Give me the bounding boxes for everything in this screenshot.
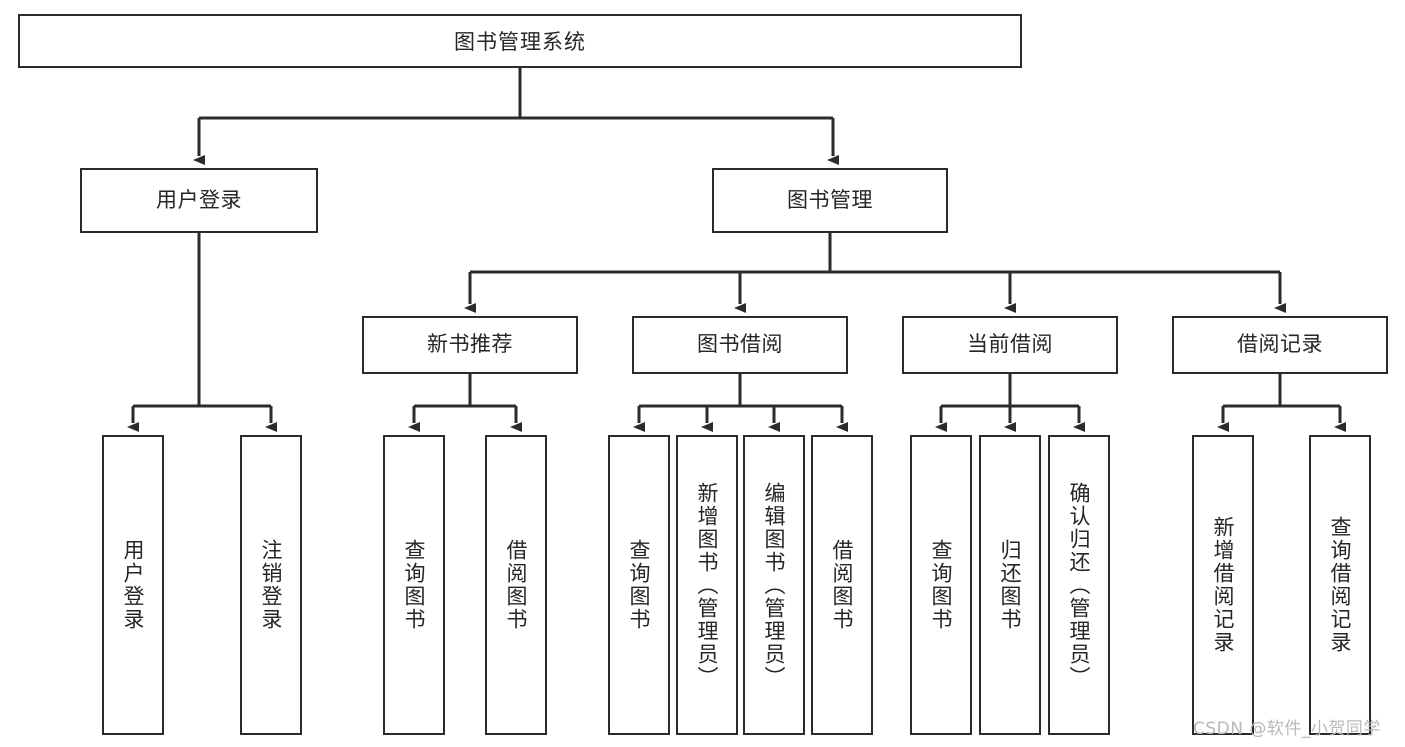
node-user-login[interactable]: 用户登录 [80, 168, 318, 233]
leaf-current-borrow-confirm[interactable]: 确认归还（管理员） [1048, 435, 1110, 735]
leaf-new-book-borrow[interactable]: 借阅图书 [485, 435, 547, 735]
node-book-borrow[interactable]: 图书借阅 [632, 316, 848, 374]
node-book-manage[interactable]: 图书管理 [712, 168, 948, 233]
node-new-book-recommend[interactable]: 新书推荐 [362, 316, 578, 374]
csdn-watermark: CSDN @软件_小贺同学 [1193, 719, 1381, 739]
leaf-borrow-record-query[interactable]: 查询借阅记录 [1309, 435, 1371, 735]
node-borrow-record[interactable]: 借阅记录 [1172, 316, 1388, 374]
leaf-book-borrow-lend[interactable]: 借阅图书 [811, 435, 873, 735]
leaf-book-borrow-query[interactable]: 查询图书 [608, 435, 670, 735]
leaf-current-borrow-query[interactable]: 查询图书 [910, 435, 972, 735]
leaf-borrow-record-add[interactable]: 新增借阅记录 [1192, 435, 1254, 735]
leaf-user-login-signin[interactable]: 用户登录 [102, 435, 164, 735]
node-current-borrow[interactable]: 当前借阅 [902, 316, 1118, 374]
leaf-user-login-signout[interactable]: 注销登录 [240, 435, 302, 735]
node-root-system[interactable]: 图书管理系统 [18, 14, 1022, 68]
leaf-new-book-query[interactable]: 查询图书 [383, 435, 445, 735]
leaf-book-borrow-edit[interactable]: 编辑图书（管理员） [743, 435, 805, 735]
leaf-current-borrow-return[interactable]: 归还图书 [979, 435, 1041, 735]
leaf-book-borrow-add[interactable]: 新增图书（管理员） [676, 435, 738, 735]
